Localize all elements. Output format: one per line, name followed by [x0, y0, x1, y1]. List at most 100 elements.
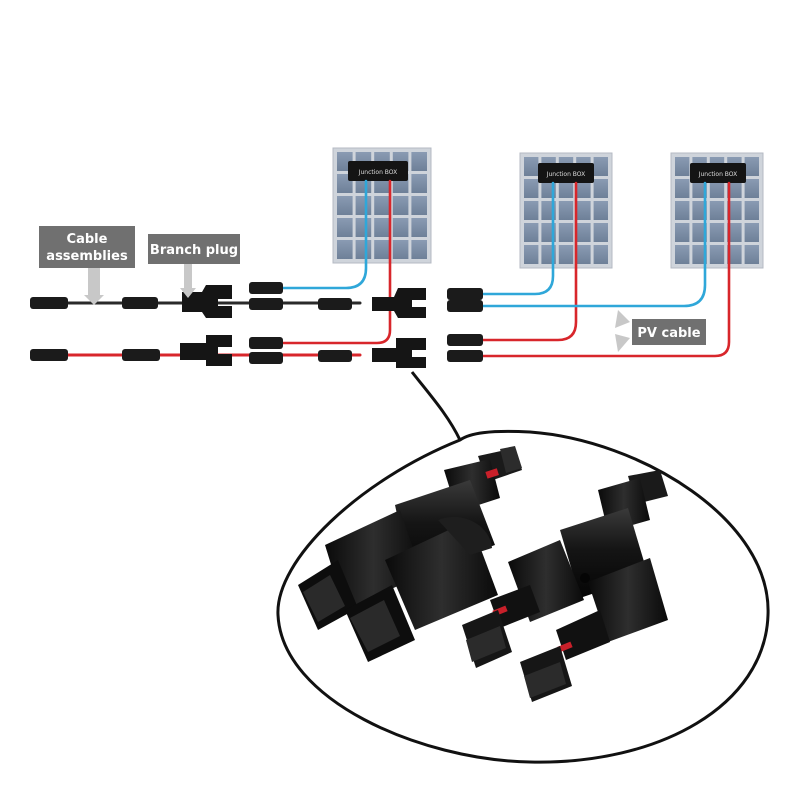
solar-cell [692, 201, 707, 220]
solar-cell [392, 196, 409, 215]
solar-cell [593, 157, 608, 176]
arrow-icon [615, 310, 630, 328]
mc4-connector [249, 352, 283, 364]
solar-cell [727, 179, 742, 198]
solar-cell [411, 174, 427, 193]
branch-plug [182, 285, 232, 318]
branch-plug-label: Branch plug [150, 243, 238, 258]
label-branch-plug: Branch plug [148, 234, 240, 298]
solar-cell [392, 240, 409, 259]
solar-cell [692, 245, 707, 264]
solar-cell [727, 201, 742, 220]
solar-cell [593, 223, 608, 242]
solar-cell [709, 245, 725, 264]
arrow-icon [615, 334, 630, 352]
negative-wire [481, 181, 555, 296]
mc4-connector [318, 298, 352, 310]
branch-plug [372, 288, 426, 318]
junction-box-label: Junction BOX [358, 169, 398, 176]
solar-cell [576, 179, 591, 198]
solar-cell [355, 196, 372, 215]
junction-box-label: Junction BOX [546, 171, 586, 178]
solar-cell [675, 179, 690, 198]
branch-connector-female [298, 446, 522, 662]
mc4-connector [318, 350, 352, 362]
solar-cell [337, 240, 353, 259]
solar-cell [411, 196, 427, 215]
branch-plug [180, 335, 232, 366]
label-pv-cable: PV cable [615, 310, 706, 352]
solar-cell [744, 179, 759, 198]
mc4-connector [249, 282, 283, 294]
solar-cell [524, 245, 539, 264]
mc4-connector [122, 297, 158, 309]
junction-box [538, 163, 594, 183]
solar-cell [374, 240, 390, 259]
positive-wire [280, 179, 392, 345]
solar-cell [744, 201, 759, 220]
solar-cell [374, 196, 390, 215]
solar-cell [709, 223, 725, 242]
solar-cell [355, 218, 372, 237]
positive-wire [481, 181, 731, 358]
solar-cell [675, 223, 690, 242]
pv-cable-label: PV cable [637, 326, 700, 341]
branch-connector-male [462, 470, 668, 702]
solar-cell [593, 201, 608, 220]
solar-cell [355, 240, 372, 259]
solar-cell [709, 179, 725, 198]
connector-row [30, 282, 483, 368]
solar-cell [675, 201, 690, 220]
solar-cell [558, 201, 574, 220]
solar-cell [524, 201, 539, 220]
cable-assemblies-label-line1: Cable [67, 232, 108, 247]
solar-cell [709, 201, 725, 220]
mc4-connector [30, 349, 68, 361]
solar-cell [593, 245, 608, 264]
solar-cell [692, 223, 707, 242]
mc4-connector [249, 337, 283, 349]
solar-cell [558, 245, 574, 264]
solar-panel: Junction BOX [670, 152, 764, 269]
solar-cell [744, 157, 759, 176]
solar-cell [411, 240, 427, 259]
solar-cell [675, 157, 690, 176]
mc4-connector [447, 288, 483, 300]
mc4-connector [249, 298, 283, 310]
branch-plug [372, 338, 426, 368]
mc4-connector [30, 297, 68, 309]
solar-cell [558, 223, 574, 242]
solar-cell [524, 223, 539, 242]
solar-cell [337, 196, 353, 215]
solar-cell [337, 218, 353, 237]
solar-cell [576, 245, 591, 264]
solar-panel: Junction BOX [519, 152, 613, 269]
solar-cell [374, 218, 390, 237]
junction-box-label: Junction BOX [698, 171, 738, 178]
solar-cell [411, 218, 427, 237]
solar-cell [675, 245, 690, 264]
solar-cell [524, 157, 539, 176]
mc4-connector [122, 349, 160, 361]
mc4-connector [447, 350, 483, 362]
solar-cell [593, 179, 608, 198]
red-seal-ring [485, 468, 499, 479]
label-cable-assemblies: Cable assemblies [39, 226, 135, 305]
cable-assemblies-label-line2: assemblies [46, 249, 128, 264]
positive-wire [481, 181, 578, 342]
solar-cell [576, 223, 591, 242]
junction-box [690, 163, 746, 183]
solar-cell [692, 179, 707, 198]
solar-cell [524, 179, 539, 198]
solar-cell [392, 218, 409, 237]
solar-cell [558, 179, 574, 198]
solar-cell [727, 223, 742, 242]
arrow-icon [84, 268, 104, 305]
solar-cell [727, 245, 742, 264]
junction-box [348, 161, 408, 181]
negative-wire [280, 179, 368, 290]
mc4-connector [447, 300, 483, 312]
solar-cell [744, 223, 759, 242]
arrow-icon [180, 264, 196, 298]
